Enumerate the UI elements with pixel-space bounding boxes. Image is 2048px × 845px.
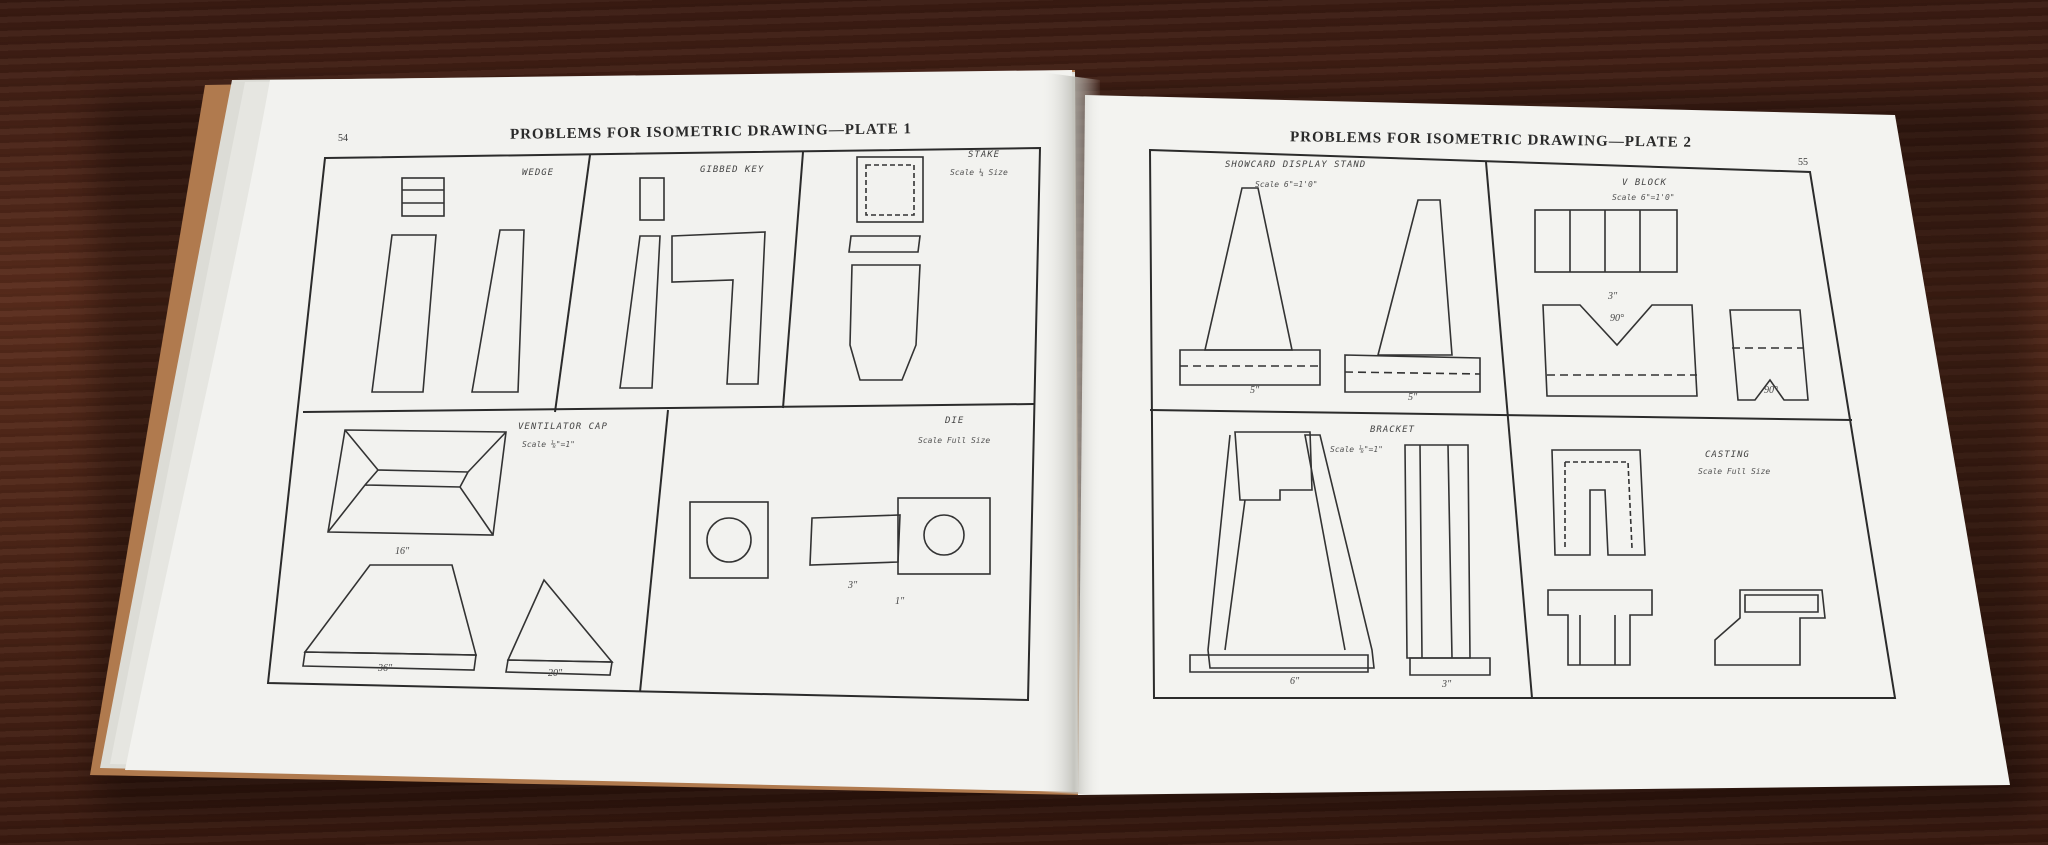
- showcard-display-stand-scale: Scale 6"=1'0": [1255, 180, 1318, 189]
- left-page-number: 54: [338, 133, 348, 144]
- die-scale: Scale Full Size: [918, 436, 991, 445]
- wedge-label: WEDGE: [522, 168, 555, 178]
- bracket-drawing: [1189, 431, 1491, 676]
- ventilator-cap-dim-bottom: 36": [378, 663, 393, 674]
- book-gutter: [1040, 72, 1102, 795]
- gibbed-key-label: GIBBED KEY: [700, 165, 765, 175]
- showcard-display-stand-label: SHOWCARD DISPLAY STAND: [1225, 160, 1367, 170]
- ventilator-cap-drawing: [302, 429, 614, 676]
- ventilator-cap-dim-side: 20": [548, 668, 563, 679]
- bracket-dim-width: 6": [1290, 676, 1300, 687]
- right-page-number: 55: [1798, 157, 1808, 168]
- casting-label: CASTING: [1705, 450, 1750, 460]
- stake-label: STAKE: [968, 150, 1001, 160]
- left-page: [125, 70, 1078, 792]
- v-block-dim-angle: 90°: [1610, 313, 1624, 324]
- die-dim-total: 1": [895, 596, 905, 607]
- ventilator-cap-scale: Scale ⅛"=1": [522, 440, 575, 449]
- v-block-scale: Scale 6"=1'0": [1612, 193, 1675, 202]
- v-block-label: V BLOCK: [1622, 178, 1667, 188]
- casting-scale: Scale Full Size: [1698, 467, 1771, 476]
- ventilator-cap-label: VENTILATOR CAP: [518, 422, 608, 432]
- stake-drawing: [848, 156, 924, 381]
- die-dim-width: 3": [848, 580, 858, 591]
- showcard-dim-left: 5": [1250, 385, 1260, 396]
- plate-1-frame: [266, 146, 1042, 702]
- stake-scale: Scale ¼ Size: [950, 168, 1008, 177]
- die-drawing: [689, 497, 991, 579]
- showcard-dim-right: 5": [1408, 392, 1418, 403]
- casting-drawing: [1547, 449, 1826, 666]
- ventilator-cap-dim-top: 16": [395, 546, 410, 557]
- bracket-label: BRACKET: [1370, 425, 1415, 435]
- right-page: [1078, 95, 2010, 795]
- die-label: DIE: [945, 416, 965, 426]
- plate-2-frame: [1148, 148, 1897, 699]
- v-block-dim-top: 3": [1608, 291, 1618, 302]
- bracket-dim-side: 3": [1442, 679, 1452, 690]
- v-block-drawing: [1534, 209, 1809, 401]
- v-block-dim-angle-side: 90°: [1764, 385, 1778, 396]
- showcard-display-stand-drawing: [1179, 187, 1481, 393]
- gibbed-key-drawing: [619, 177, 766, 389]
- wedge-drawing: [371, 177, 525, 393]
- bracket-scale: Scale ⅛"=1": [1330, 445, 1383, 454]
